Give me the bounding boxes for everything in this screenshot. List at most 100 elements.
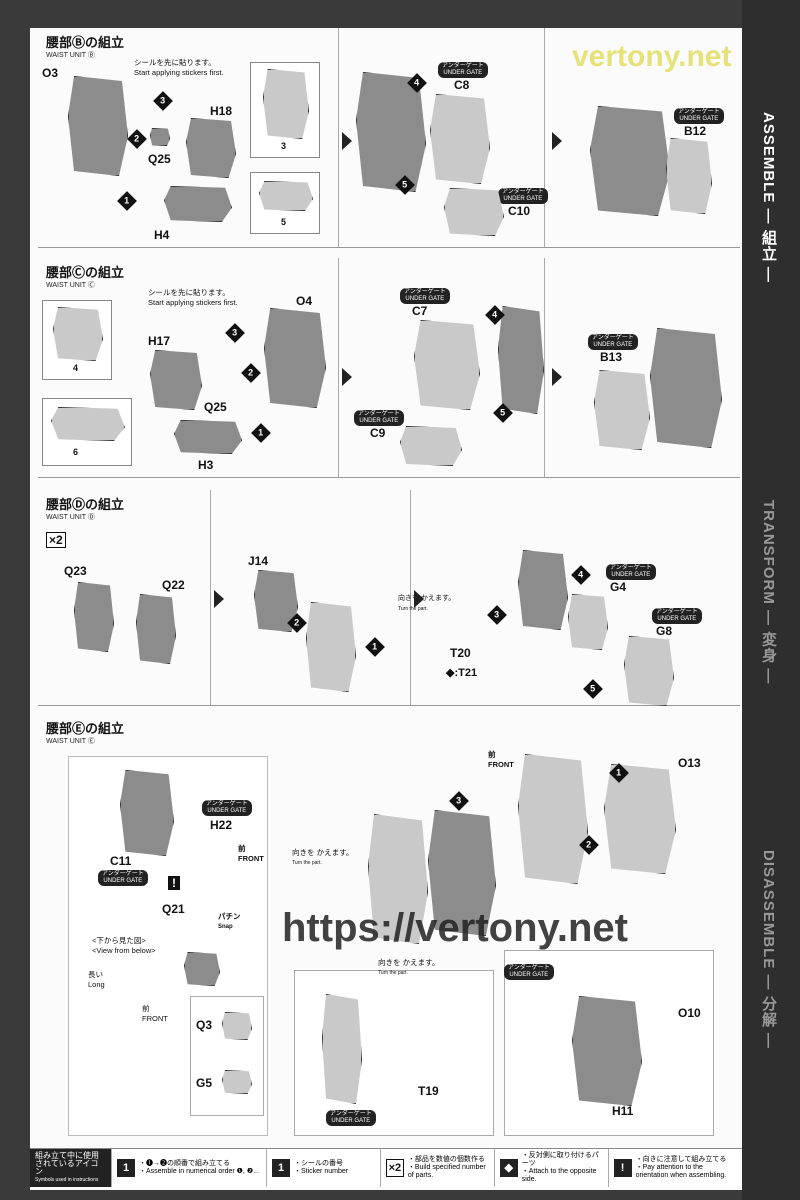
part-shape — [414, 320, 480, 410]
text-label: 向きを かえます。 — [292, 848, 354, 857]
sticker-note: シールを先に貼ります。Start applying stickers first… — [148, 288, 238, 308]
text-label: 前 — [238, 844, 246, 853]
text-label: アンダーゲート — [592, 335, 634, 341]
caution-icon: ! — [168, 876, 180, 890]
legend-item: ◆・反対側に取り付けるパーツ・Attach to the opposite si… — [495, 1149, 609, 1187]
text-label: UNDER GATE — [503, 196, 543, 202]
text-label: ・Build specified number of parts. — [407, 1164, 486, 1179]
part-shape — [264, 308, 326, 408]
text-label: ・❶→❷の順番で組み立てる — [139, 1160, 230, 1167]
multiplier-badge: ×2 — [46, 532, 66, 548]
text-label: 3 — [456, 795, 462, 806]
part-label: Q21 — [162, 902, 185, 916]
section-waist-unit-d: 腰部Ⓓの組立 WAIST UNIT Ⓓ ×2 Q23 Q22 J14 2 1 向… — [38, 490, 740, 706]
divider — [338, 28, 339, 247]
part-shape — [174, 420, 242, 454]
step-icon: 1 — [117, 1159, 135, 1177]
section-subtitle: WAIST UNIT Ⓔ — [46, 738, 95, 745]
divider — [544, 28, 545, 247]
next-arrow-icon — [342, 132, 352, 150]
text-label: <View from below> — [92, 946, 156, 955]
text-label: 2 — [248, 367, 254, 378]
part-label: H4 — [154, 228, 170, 242]
section-waist-unit-b: 腰部Ⓑの組立 WAIST UNIT Ⓑ シールを先に貼ります。Start app… — [38, 28, 740, 248]
text-label: UNDER GATE — [593, 342, 633, 348]
step-marker: 1 — [117, 191, 137, 211]
part-shape — [120, 770, 174, 856]
part-label: G5 — [196, 1076, 213, 1090]
text-label: アンダーゲート — [502, 189, 544, 195]
text-label: 3 — [160, 95, 166, 106]
part-label: C7 — [412, 304, 428, 318]
sidebar-transform: TRANSFORM — 変身 — — [760, 500, 777, 685]
text-label: 2 — [294, 617, 300, 628]
text-label: UNDER GATE — [509, 972, 549, 978]
part-shape — [590, 106, 670, 216]
part-label: H3 — [198, 458, 214, 472]
text-label: ・反対側に取り付けるパーツ — [521, 1152, 599, 1167]
sticker-number: 5 — [281, 217, 287, 227]
text-label: 1 — [372, 641, 378, 652]
text-label: Turn the part. — [378, 970, 408, 976]
part-label: B13 — [600, 350, 623, 364]
sticker-box: 3 — [250, 62, 320, 158]
text-label: 5 — [402, 179, 408, 190]
legend-item: 1・シールの番号・Sticker number — [267, 1149, 381, 1187]
step-marker: 3 — [487, 605, 507, 625]
text-label: 4 — [414, 77, 420, 88]
legend-title-jp: 組み立て中に使用されているアイコン — [35, 1151, 99, 1176]
legend-item: 1・❶→❷の順番で組み立てる・Assemble in numerical ord… — [112, 1149, 267, 1187]
part-label: Q23 — [64, 564, 87, 578]
part-label: O4 — [296, 294, 313, 308]
sidebar-disassemble: DISASSEMBLE — 分解 — — [760, 850, 777, 1049]
part-shape — [259, 181, 313, 211]
next-arrow-icon — [552, 368, 562, 386]
part-label: C8 — [454, 78, 470, 92]
part-label: T21 — [458, 667, 478, 679]
note-jp: シールを先に貼ります。 — [148, 288, 230, 297]
text-label: 1 — [616, 767, 622, 778]
opposite-part-label: ◆:T21 — [446, 667, 478, 679]
step-marker: 2 — [127, 129, 147, 149]
part-label: T20 — [450, 646, 471, 660]
part-shape — [322, 994, 362, 1104]
text-label: Long — [88, 980, 105, 989]
part-shape — [68, 76, 128, 176]
text-label: アンダーゲート — [442, 63, 484, 69]
divider — [338, 258, 339, 477]
text-label: ・Pay attention to the orientation when a… — [635, 1164, 727, 1179]
text-label: アンダーゲート — [678, 109, 720, 115]
part-label: B12 — [684, 124, 707, 138]
part-shape — [666, 138, 712, 214]
part-shape — [222, 1070, 252, 1094]
part-shape — [572, 996, 642, 1106]
step-marker: 3 — [449, 791, 469, 811]
section-title: 腰部Ⓔの組立 — [46, 721, 125, 736]
text-label: Turn the part. — [398, 606, 428, 612]
part-shape — [150, 350, 202, 410]
text-label: UNDER GATE — [103, 878, 143, 884]
caution-icon: ! — [613, 1159, 632, 1177]
text-label: UNDER GATE — [359, 418, 399, 424]
text-label: アンダーゲート — [206, 801, 248, 807]
part-label: Q22 — [162, 578, 185, 592]
next-arrow-icon — [552, 132, 562, 150]
section-title: 腰部Ⓓの組立 — [46, 497, 125, 512]
part-shape — [518, 550, 568, 630]
text-label: アンダーゲート — [330, 1111, 372, 1117]
note-en: Start applying stickers first. — [148, 298, 238, 307]
step-marker: 5 — [583, 679, 603, 699]
legend-title-en: Symbols used in instructions — [35, 1177, 99, 1183]
note-en: Start applying stickers first. — [134, 68, 224, 77]
sticker-note: シールを先に貼ります。Start applying stickers first… — [134, 58, 224, 78]
text-label: ・Attach to the opposite side. — [521, 1168, 597, 1183]
